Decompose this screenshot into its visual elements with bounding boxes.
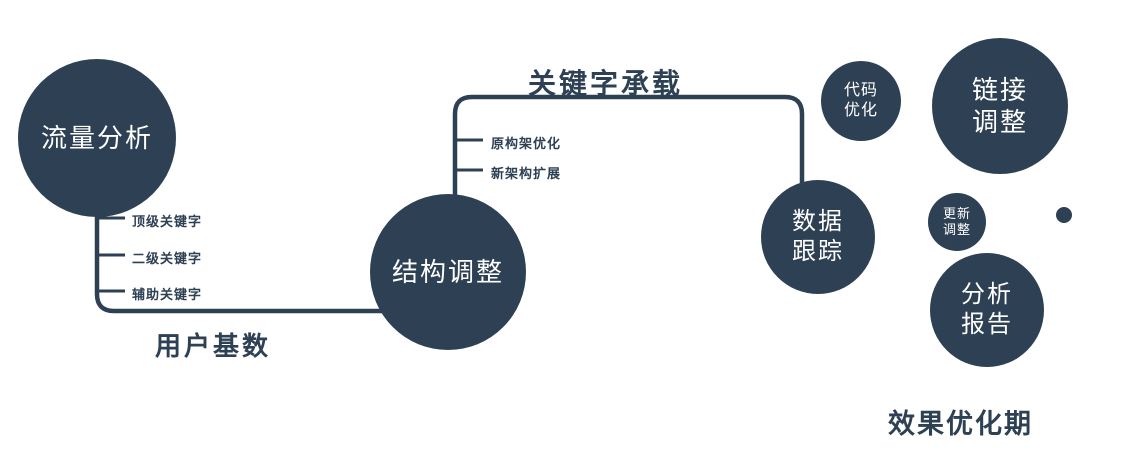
node-link-adjustment: 链接 调整 [932, 38, 1068, 174]
node-code-optimization: 代码 优化 [821, 61, 901, 141]
node-update-adjustment: 更新 调整 [928, 193, 986, 251]
tick-label-arch-opt: 原构架优化 [491, 136, 562, 151]
tick-label-top-keyword: 顶级关键字 [132, 214, 203, 229]
flow-path-bottom [94, 200, 400, 314]
tick-label-aux-keyword: 辅助关键字 [132, 287, 203, 302]
node-data-tracking: 数据 跟踪 [761, 180, 875, 294]
flow-path-top [452, 94, 805, 210]
node-code-optimization-line2: 优化 [843, 102, 878, 119]
node-data-tracking-line1: 数据 [792, 208, 844, 235]
node-code-optimization-line1: 代码 [843, 82, 878, 99]
footer-label-effect-optimization: 效果优化期 [888, 409, 1033, 439]
node-analysis-report: 分析 报告 [930, 253, 1044, 367]
node-update-adjustment-line2: 调整 [942, 222, 971, 237]
tick-label-arch-expand: 新架构扩展 [491, 166, 562, 181]
decorative-dot [1056, 207, 1072, 223]
node-structure-adjust-label: 结构调整 [391, 256, 504, 287]
node-structure-adjust: 结构调整 [370, 194, 526, 350]
node-traffic-analysis-label: 流量分析 [40, 122, 153, 153]
node-analysis-report-line1: 分析 [961, 281, 1013, 308]
node-analysis-report-line2: 报告 [961, 311, 1013, 338]
node-link-adjustment-line2: 调整 [971, 107, 1028, 137]
node-update-adjustment-line1: 更新 [942, 205, 971, 221]
node-data-tracking-line2: 跟踪 [792, 238, 844, 265]
edge-label-keyword-carry: 关键字承载 [528, 68, 684, 99]
node-link-adjustment-line1: 链接 [971, 74, 1028, 105]
node-traffic-analysis: 流量分析 [18, 59, 176, 217]
edge-label-user-base: 用户基数 [155, 331, 272, 361]
tick-label-second-keyword: 二级关键字 [132, 251, 203, 266]
